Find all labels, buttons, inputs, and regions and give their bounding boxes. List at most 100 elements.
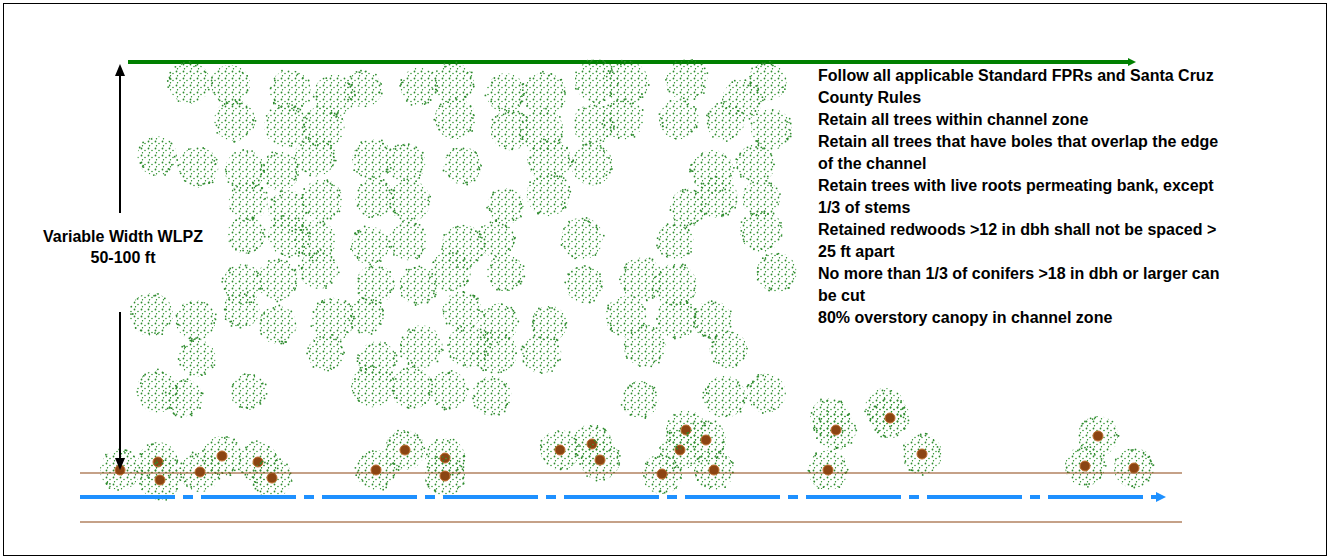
crown-dot [345,300,347,302]
crown-dot [237,324,239,326]
crown-dot [565,327,567,329]
crown-dot [551,73,553,75]
crown-dot [261,188,263,190]
rule-note: Retain trees with live roots permeating … [818,175,1233,219]
crown-dot [621,60,623,62]
crown-dot [407,178,409,180]
crown-dot [447,344,449,346]
crown-dot [400,345,402,347]
crown-dot [167,86,169,88]
crown-dot [649,258,651,260]
crown-dot [920,435,922,437]
crown-dot [486,333,488,335]
crown-dot [343,352,345,354]
crown-dot [596,480,598,482]
crown-dot [640,96,642,98]
crown-dot [171,143,173,145]
crown-dot [295,282,297,284]
crown-dot [235,249,237,251]
crown-dot [350,98,352,100]
crown-dot [776,187,778,189]
crown-dot [739,385,741,387]
crown-dot [286,464,288,466]
crown-dot [281,341,283,343]
crown-dot [409,331,411,333]
crown-dot [375,300,377,302]
crown-dot [406,269,408,271]
crown-dot [191,338,193,340]
tree-crown [742,180,780,218]
crown-dot [208,89,210,91]
crown-dot [646,463,648,465]
tree-bole [657,469,667,479]
crown-dot [253,374,255,376]
tree-crown [400,68,438,106]
crown-dot [510,365,512,367]
crown-dot [293,287,295,289]
crown-dot [297,108,299,110]
crown-dot [472,353,474,355]
crown-dot [433,290,435,292]
crown-dot [347,82,349,84]
crown-dot [757,271,759,273]
tree-crown [391,367,433,409]
crown-dot [691,164,693,166]
crown-dot [703,335,705,337]
crown-dot [626,355,628,357]
crown-dot [593,300,595,302]
crown-dot [357,354,359,356]
crown-dot [355,474,357,476]
crown-dot [820,441,822,443]
crown-dot [466,94,468,96]
crown-dot [762,99,764,101]
crown-dot [523,94,525,96]
crown-dot [814,426,816,428]
crown-dot [708,113,710,115]
crown-dot [740,174,742,176]
crown-dot [1088,483,1090,485]
crown-dot [513,242,515,244]
tree-crown [348,298,384,334]
crown-dot [522,120,524,122]
crown-dot [520,283,522,285]
crown-dot [520,129,522,131]
crown-dot [266,393,268,395]
crown-dot [224,288,226,290]
crown-dot [229,268,231,270]
crown-dot [1153,464,1155,466]
crown-dot [574,438,576,440]
crown-dot [708,115,710,117]
crown-dot [411,104,413,106]
crown-dot [848,413,850,415]
crown-dot [1101,458,1103,460]
crown-dot [156,372,158,374]
crown-dot [766,254,768,256]
crown-dot [488,308,490,310]
tree-crown [257,259,298,300]
crown-dot [463,291,465,293]
crown-dot [463,455,465,457]
crown-dot [674,414,676,416]
crown-dot [755,85,757,87]
crown-dot [711,300,713,302]
crown-dot [229,321,231,323]
tree-crown [703,376,745,418]
crown-dot [325,77,327,79]
crown-dot [682,191,684,193]
crown-dot [274,80,276,82]
crown-dot [854,425,856,427]
crown-dot [400,351,402,353]
crown-dot [867,410,869,412]
crown-dot [841,402,843,404]
crown-dot [398,469,400,471]
crown-dot [784,88,786,90]
crown-dot [400,83,402,85]
crown-dot [675,487,677,489]
crown-dot [575,88,577,90]
crown-dot [585,144,587,146]
crown-dot [684,333,686,335]
crown-dot [675,61,677,63]
tree-crown [252,458,292,498]
crown-dot [264,198,266,200]
tree-crown [269,70,310,111]
